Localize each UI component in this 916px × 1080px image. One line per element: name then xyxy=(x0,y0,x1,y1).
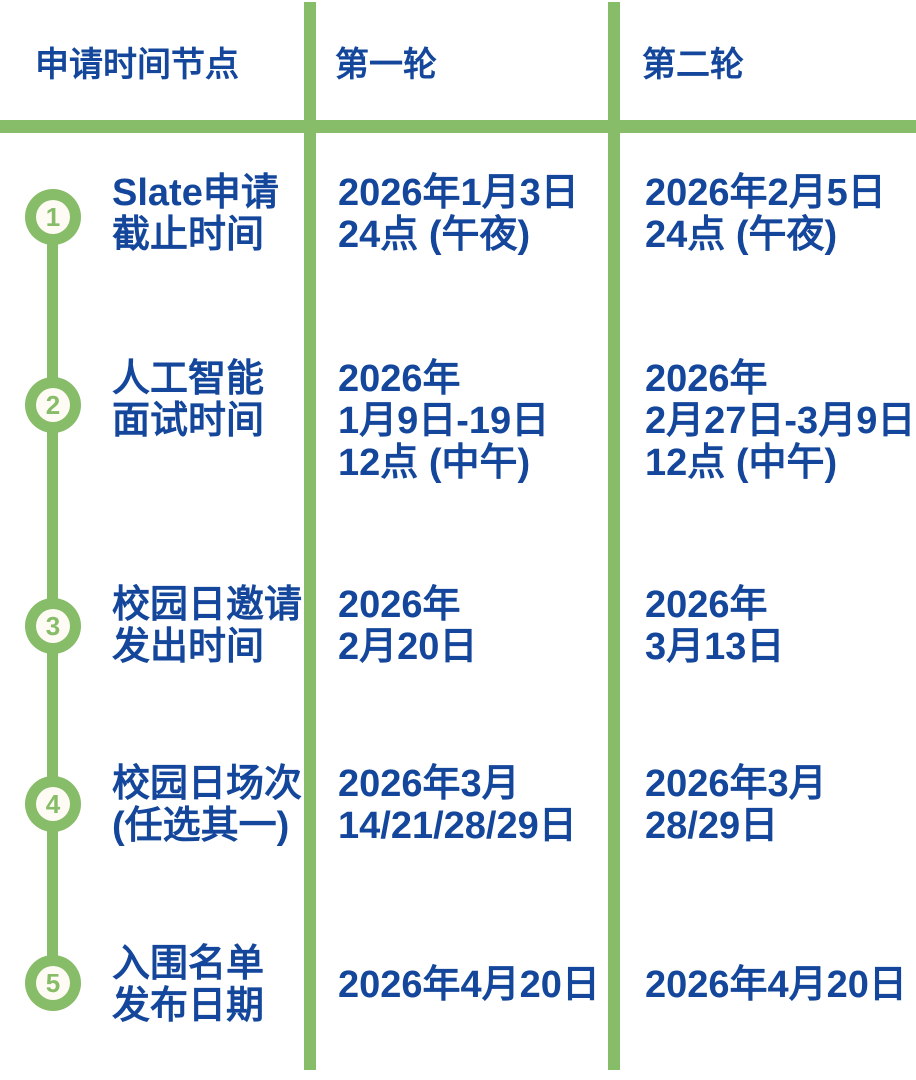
row-2-round1-dates: 2026年 1月9日-19日 12点 (中午) xyxy=(338,358,549,484)
timeline-node-1-number: 1 xyxy=(45,202,61,232)
text-line: 2026年 xyxy=(645,358,768,400)
header-round2-column: 第二轮 xyxy=(642,46,744,84)
row-1-round1-dates: 2026年1月3日 24点 (午夜) xyxy=(338,172,579,256)
header-milestone-column: 申请时间节点 xyxy=(35,46,239,84)
timeline-node-2-inner: 2 xyxy=(36,388,70,422)
header-round1-column: 第一轮 xyxy=(335,46,437,84)
column-divider-line-2 xyxy=(608,2,620,1070)
text-line: 面试时间 xyxy=(112,400,265,442)
text-line: 12点 (中午) xyxy=(645,442,838,484)
row-5-round1-dates: 2026年4月20日 xyxy=(338,964,600,1006)
text-line: 人工智能 xyxy=(112,358,265,400)
text-line: 发出时间 xyxy=(112,626,265,668)
text-line: 2026年2月5日 xyxy=(645,172,886,214)
row-1-round2-dates: 2026年2月5日 24点 (午夜) xyxy=(645,172,886,256)
row-4-round1-dates: 2026年3月 14/21/28/29日 xyxy=(338,763,577,847)
timeline-node-4: 4 xyxy=(25,776,81,832)
text-line: 24点 (午夜) xyxy=(338,214,531,256)
text-line: 2026年3月 xyxy=(338,763,520,805)
timeline-node-2-number: 2 xyxy=(45,390,61,420)
row-1-milestone-label: Slate申请 截止时间 xyxy=(112,172,279,256)
text-line: 2月20日 xyxy=(338,626,478,668)
text-line: 校园日邀请 xyxy=(112,584,303,626)
row-2-milestone-label: 人工智能 面试时间 xyxy=(112,358,264,442)
column-divider-line-1 xyxy=(304,2,316,1070)
text-line: 12点 (中午) xyxy=(338,442,531,484)
row-4-round2-dates: 2026年3月 28/29日 xyxy=(645,763,827,847)
text-line: 2026年 xyxy=(338,358,461,400)
row-3-milestone-label: 校园日邀请 发出时间 xyxy=(112,584,302,668)
text-line: 2026年3月 xyxy=(645,763,827,805)
row-3-round2-dates: 2026年 3月13日 xyxy=(645,584,784,668)
text-line: Slate申请 xyxy=(112,172,279,214)
text-line: (任选其一) xyxy=(112,805,290,847)
text-line: 2026年4月20日 xyxy=(645,964,907,1006)
text-line: 发布日期 xyxy=(112,985,265,1027)
row-5-round2-dates: 2026年4月20日 xyxy=(645,964,907,1006)
timeline-node-1-inner: 1 xyxy=(36,200,70,234)
text-line: 24点 (午夜) xyxy=(645,214,838,256)
timeline-node-4-inner: 4 xyxy=(36,787,70,821)
text-line: 入围名单 xyxy=(112,943,265,985)
text-line: 3月13日 xyxy=(645,626,785,668)
timeline-node-1: 1 xyxy=(25,189,81,245)
timeline-node-3-number: 3 xyxy=(45,611,61,641)
text-line: 1月9日-19日 xyxy=(338,400,550,442)
row-2-round2-dates: 2026年 2月27日-3月9日 12点 (中午) xyxy=(645,358,915,484)
text-line: 2026年 xyxy=(338,584,461,626)
timeline-node-2: 2 xyxy=(25,377,81,433)
timeline-node-3: 3 xyxy=(25,598,81,654)
text-line: 校园日场次 xyxy=(112,763,303,805)
timeline-node-5: 5 xyxy=(25,955,81,1011)
timeline-node-3-inner: 3 xyxy=(36,609,70,643)
row-5-milestone-label: 入围名单 发布日期 xyxy=(112,943,264,1027)
header-divider-line xyxy=(0,120,916,133)
text-line: 2月27日-3月9日 xyxy=(645,400,916,442)
timeline-node-4-number: 4 xyxy=(45,789,61,819)
text-line: 截止时间 xyxy=(112,214,265,256)
text-line: 2026年 xyxy=(645,584,768,626)
text-line: 2026年4月20日 xyxy=(338,964,600,1006)
text-line: 14/21/28/29日 xyxy=(338,805,577,847)
text-line: 2026年1月3日 xyxy=(338,172,579,214)
timeline-node-5-inner: 5 xyxy=(36,966,70,1000)
row-4-milestone-label: 校园日场次 (任选其一) xyxy=(112,763,302,847)
text-line: 28/29日 xyxy=(645,805,779,847)
timeline-node-5-number: 5 xyxy=(45,968,61,998)
row-3-round1-dates: 2026年 2月20日 xyxy=(338,584,477,668)
